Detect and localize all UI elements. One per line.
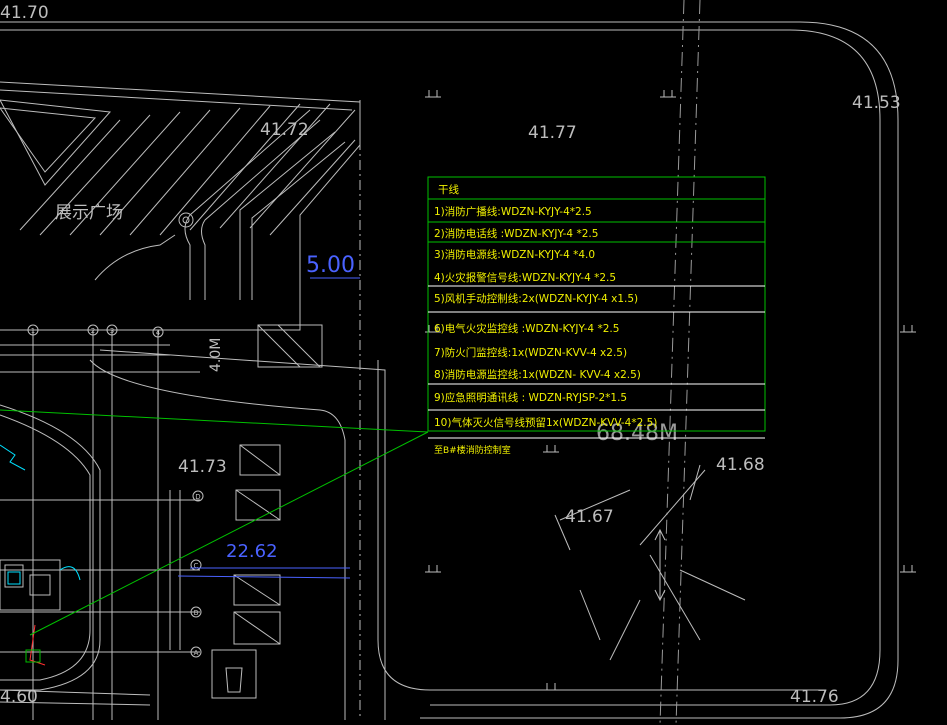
cable-legend-table: 干线 1)消防广播线:WDZN-KYJY-4*2.5 2)消防电话线 :WDZN… (427, 176, 766, 456)
svg-text:D: D (195, 493, 200, 501)
dimension-lines (177, 277, 360, 579)
leader-lines (0, 409, 429, 636)
plaza-area (0, 81, 361, 331)
drainage-arrows (554, 464, 746, 661)
svg-text:4: 4 (156, 329, 161, 337)
svg-text:1: 1 (31, 327, 35, 335)
svg-text:41.53: 41.53 (852, 93, 901, 113)
svg-text:41.77: 41.77 (528, 123, 577, 143)
legend-row: 5)风机手动控制线:2x(WDZN-KYJY-4 x1.5) (434, 292, 638, 305)
svg-text:A: A (194, 649, 199, 657)
legend-footnote: 至B#楼消防控制室 (434, 444, 511, 456)
dimension-6848: 68.48M (596, 421, 678, 446)
svg-text:41.73: 41.73 (178, 457, 227, 477)
structures (89, 324, 386, 720)
svg-text:41.68: 41.68 (716, 455, 765, 475)
legend-row: 7)防火门监控线:1x(WDZN-KVV-4 x2.5) (434, 346, 627, 359)
legend-row: 9)应急照明通讯线 : WDZN-RYJSP-2*1.5 (434, 391, 627, 404)
site-boundary (0, 21, 899, 720)
axis-bubbles (27, 324, 204, 658)
svg-text:41.67: 41.67 (565, 507, 614, 527)
svg-text:C: C (194, 562, 199, 570)
legend-row: 10)气体灭火信号线预留1x(WDZN-KVV-4*2.5) (434, 416, 657, 429)
legend-row: 6)电气火灾监控线 :WDZN-KYJY-4 *2.5 (434, 322, 619, 335)
axis-bubble-labels: 1 2 3 4 D C B A (31, 327, 201, 657)
svg-text:41.76: 41.76 (790, 687, 839, 707)
elevation-labels: 41.70 41.77 41.53 41.72 41.73 41.68 41.6… (0, 3, 901, 707)
legend-row: 3)消防电源线:WDZN-KYJY-4 *4.0 (434, 248, 595, 261)
svg-text:B: B (194, 609, 199, 617)
legend-title: 干线 (438, 183, 459, 196)
svg-text:4.60: 4.60 (0, 687, 38, 707)
svg-text:22.62: 22.62 (226, 541, 278, 562)
spot-marks (425, 90, 916, 691)
legend-row: 1)消防广播线:WDZN-KYJY-4*2.5 (434, 205, 592, 218)
equipment-symbols (0, 444, 81, 666)
svg-text:5.00: 5.00 (306, 253, 355, 278)
legend-row: 4)火灾报警信号线:WDZN-KYJY-4 *2.5 (434, 271, 616, 284)
centre-lines (659, 0, 701, 725)
svg-text:3: 3 (110, 327, 114, 335)
dimension-labels: 5.00 22.62 (226, 253, 355, 562)
svg-text:41.70: 41.70 (0, 3, 49, 23)
dimension-4m: 4.0M (208, 338, 224, 372)
svg-text:41.72: 41.72 (260, 120, 309, 140)
plaza-label: 展示广场 (55, 203, 123, 223)
legend-row: 2)消防电话线 :WDZN-KYJY-4 *2.5 (434, 227, 598, 240)
legend-row: 8)消防电源监控线:1x(WDZN- KVV-4 x2.5) (434, 368, 641, 381)
svg-text:2: 2 (91, 327, 95, 335)
building-plan (0, 330, 200, 720)
